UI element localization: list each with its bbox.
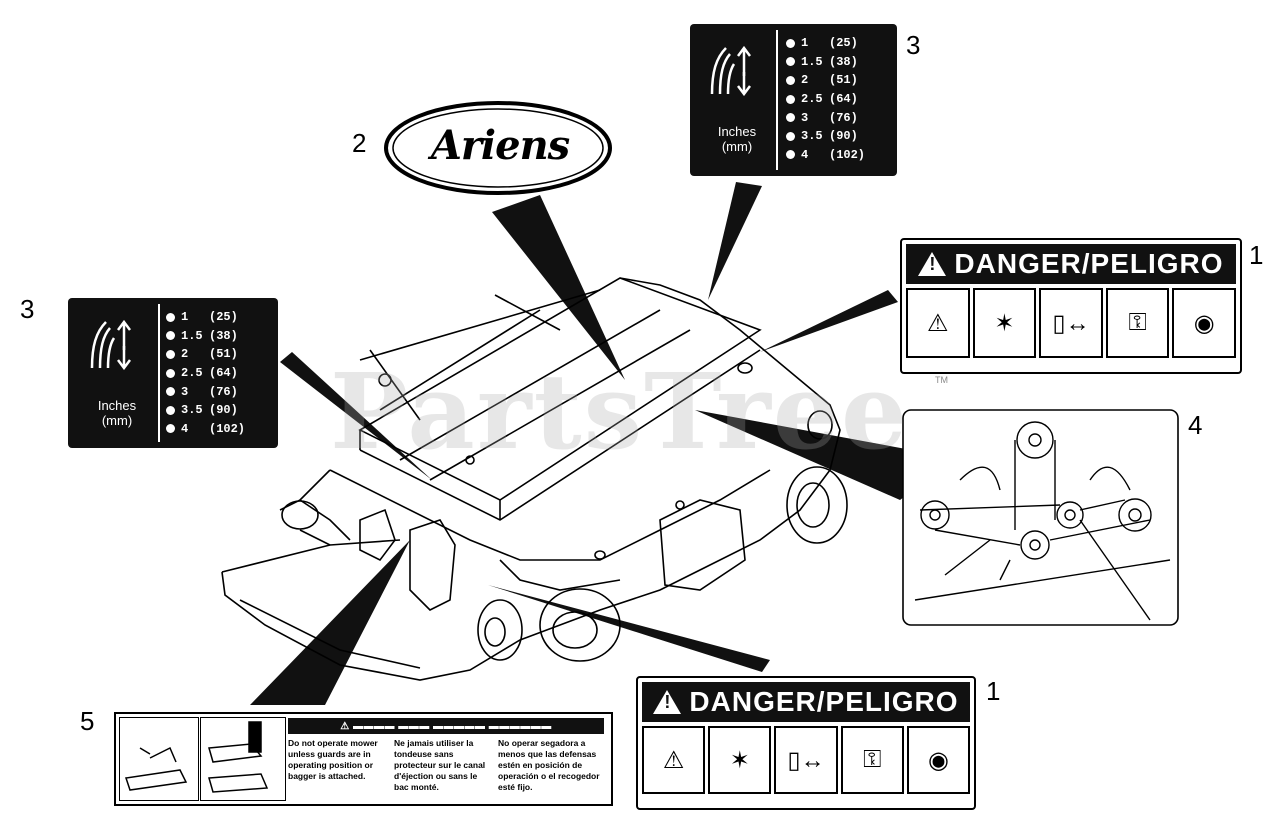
cutting-height-decal-left: Inches (mm) 1(25) 1.5(38) 2(51) 2.5(64) … [68,298,278,448]
leader-wedge-logo [492,195,625,380]
height-row: 1(25) [166,308,245,327]
height-row: 3.5(90) [786,127,865,146]
callout-2: 2 [352,128,367,158]
cut-height-icon [710,45,751,96]
callout-3-top: 3 [906,30,921,60]
warning-text-french: Ne jamais utiliser la tondeuse sans prot… [394,738,486,792]
leader-wedge-danger-bottom [488,585,770,672]
warning-banner: ⚠ ▬▬▬▬ ▬▬▬ ▬▬▬▬▬ ▬▬▬▬▬▬ [288,718,604,734]
belt-diagram-frame [902,409,1179,626]
height-row: 2(51) [786,71,865,90]
guard-position-pictogram [200,717,286,801]
remove-key-icon: ⚿ [840,726,904,794]
thrown-object-icon: ✶ [972,288,1037,358]
warning-triangle-icon [653,690,682,714]
danger-decal-bottom: DANGER/PELIGRO ⚠ ✶ ▯↔ ⚿ ◉ [636,676,976,810]
ariens-logo: Ariens [430,122,570,169]
watermark-tm: TM [935,375,948,385]
danger-banner: DANGER/PELIGRO [642,682,970,722]
callout-4: 4 [1188,410,1203,440]
warning-text-spanish: No operar segadora a menos que las defen… [498,738,600,792]
height-row: 2.5(64) [786,90,865,109]
leader-wedge-height-left [280,352,432,480]
thrown-object-icon: ✶ [708,726,772,794]
callout-1-top: 1 [1249,240,1264,270]
warning-triangle-icon [918,252,947,276]
logo-oval [384,101,612,195]
callout-3-left: 3 [20,294,35,324]
height-row: 3(76) [786,108,865,127]
height-row: 1(25) [786,34,865,53]
height-row: 3.5(90) [166,401,245,420]
read-manual-icon: ◉ [1172,288,1236,358]
danger-decal-top: DANGER/PELIGRO ⚠ ✶ ▯↔ ⚿ ◉ [900,238,1242,374]
danger-title: DANGER/PELIGRO [954,248,1224,279]
blade-hazard-icon: ⚠ [642,726,706,794]
read-manual-icon: ◉ [906,726,971,794]
danger-banner: DANGER/PELIGRO [906,244,1236,284]
leader-wedge-belt [695,410,955,500]
leader-wedge-height-top [708,182,762,300]
height-row: 1.5(38) [786,53,865,72]
keep-distance-icon: ▯↔ [774,726,838,794]
remove-key-icon: ⚿ [1105,288,1170,358]
leader-wedge-warning [250,540,410,705]
mower-discharge-pictogram [119,717,199,801]
height-row: 4(102) [166,420,245,439]
deck-outline [221,277,841,681]
watermark: PartsTree [330,350,910,473]
warning-text-english: Do not operate mower unless guards are i… [288,738,378,781]
deck-wheels [281,362,848,662]
height-row: 4(102) [786,146,865,165]
danger-title: DANGER/PELIGRO [689,686,959,717]
leader-wedge-danger-top [760,290,898,352]
unit-label-inches: Inches [97,398,137,413]
unit-label-mm: (mm) [101,413,133,428]
height-row: 3(76) [166,382,245,401]
belt-diagram [914,421,1171,621]
height-row: 2(51) [166,345,245,364]
discharge-warning-decal: ⚠ ▬▬▬▬ ▬▬▬ ▬▬▬▬▬ ▬▬▬▬▬▬ Do not operate m… [114,712,613,806]
height-row: 1.5(38) [166,327,245,346]
height-row: 2.5(64) [166,364,245,383]
cutting-height-decal-top: Inches (mm) 1(25) 1.5(38) 2(51) 2.5(64) … [690,24,897,176]
keep-distance-icon: ▯↔ [1039,288,1103,358]
callout-1-bottom: 1 [986,676,1001,706]
blade-hazard-icon: ⚠ [906,288,970,358]
unit-label-inches: Inches [717,124,757,139]
cut-height-icon [90,319,131,370]
unit-label-mm: (mm) [721,139,753,154]
callout-5: 5 [80,706,95,736]
